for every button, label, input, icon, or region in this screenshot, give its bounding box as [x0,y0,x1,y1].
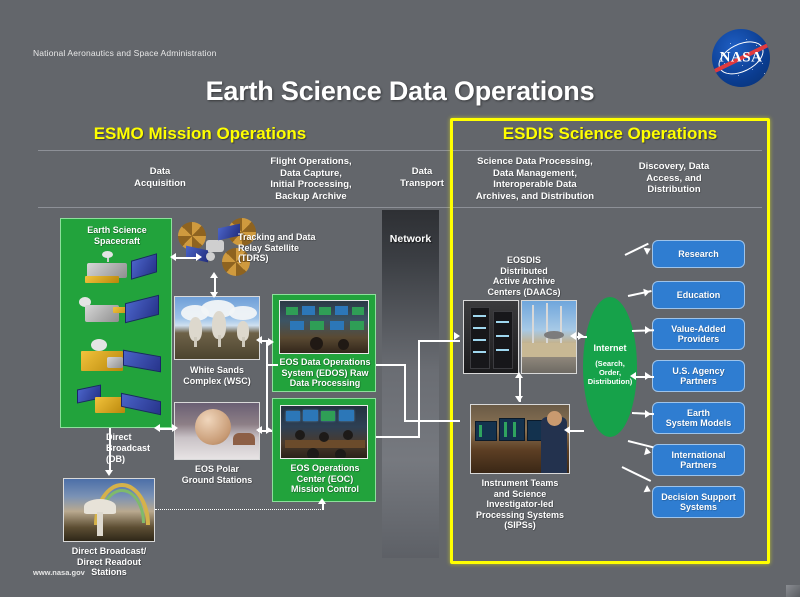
internet-sublabel: (Search, Order, Distribution) [587,359,633,386]
connector-daac-sips [519,376,521,402]
arrow-left-daac-internet [570,332,576,340]
column-header-data-transport: Data Transport [400,166,444,189]
connector-network-v [404,364,406,422]
connector-internet-us-agency [634,376,654,378]
arrow-left-us-agency [630,372,636,380]
arrow-education [643,287,651,297]
consumer-box-earth-system-models[interactable]: Earth System Models [652,402,745,434]
arrow-down-wsc [210,292,218,298]
arrow-left-spacecraft [170,253,176,261]
divider-bottom [38,207,762,208]
white-sands-complex-photo [174,296,260,360]
connector-wsc-edos-h [262,340,268,342]
connector-wsc-edos-v [266,340,268,366]
connector-edos-eoc [258,430,272,432]
consumer-box-research[interactable]: Research [652,240,745,268]
arrow-left-wsc [256,336,262,344]
sips-label: Instrument Teams and Science Investigato… [475,478,565,530]
consumer-box-us-agency-partners[interactable]: U.S. Agency Partners [652,360,745,392]
connector-sips-internet [570,430,584,432]
satellite-graphic-1 [79,251,163,291]
arrow-down-db [105,470,113,476]
connector-spacecraft-tdrs [176,257,198,259]
tdrs-label: Tracking and Data Relay Satellite (TDRS) [238,232,316,263]
connector-tdrs-wsc [214,278,216,296]
nasa-meatball-logo: NASA [712,29,770,87]
connector-eoc-network [376,436,418,438]
arrow-right-polar [172,424,178,432]
nasa-url: www.nasa.gov [33,568,85,577]
corner-fold [786,585,800,597]
daac-server-photo [463,300,519,374]
sips-photo [470,404,570,474]
network-band [382,210,439,558]
eos-polar-ground-stations-photo [174,402,260,460]
connector-internet-international [627,440,654,449]
tdrs-satellite-graphic [176,218,262,280]
network-label: Network [389,233,432,245]
earth-science-spacecraft-panel: Earth Science Spacecraft [60,218,172,428]
spacecraft-label: Earth Science Spacecraft [87,225,147,246]
column-header-science-data-processing: Science Data Processing, Data Management… [475,156,595,202]
connector-db-eoc-dotted [155,509,323,510]
satellite-graphic-3 [73,339,165,381]
arrow-right-daac [454,332,460,340]
arrow-international [644,447,652,457]
connector-internet-decision-support [621,466,652,482]
edos-label: EOS Data Operations System (EDOS) Raw Da… [279,357,371,388]
satellite-graphic-2 [73,294,165,335]
eoc-label: EOS Operations Center (EOC) Mission Cont… [290,463,360,494]
consumer-box-decision-support-systems[interactable]: Decision Support Systems [652,486,745,518]
connector-spacecraft-polar [160,428,176,430]
connector-edos-network [376,364,404,366]
connector-network-daac [404,420,460,422]
internet-node: Internet (Search, Order, Distribution) [583,297,637,437]
daac-facility-photo [521,300,577,374]
connector-network-daac-h [418,340,460,342]
connector-db-eoc-riser [322,504,324,510]
db-stations-label: Direct Broadcast/ Direct Readout Station… [71,546,147,577]
daacs-label: EOSDIS Distributed Active Archive Center… [487,255,561,297]
eoc-photo [280,405,368,459]
arrow-earth-models [645,410,651,418]
eoc-panel: EOS Operations Center (EOC) Mission Cont… [272,398,376,502]
arrow-right-edos [268,338,274,346]
arrow-right-eoc [266,426,272,434]
column-header-flight-operations: Flight Operations, Data Capture, Initial… [270,156,352,202]
edos-photo [279,300,369,354]
arrow-right-us-agency [645,372,651,380]
arrow-up-eoc-dotted [318,498,326,504]
arrow-right-daac-internet [578,332,584,340]
arrow-left-spacecraft-polar [154,424,160,432]
arrow-down-daac-sips [515,396,523,402]
arrow-up-daac-sips [515,372,523,378]
connector-edos-in [266,364,278,366]
consumer-box-international-partners[interactable]: International Partners [652,444,745,476]
arrow-left-sips [564,426,570,434]
page-title: Earth Science Data Operations [205,76,595,106]
white-sands-label: White Sands Complex (WSC) [183,365,251,386]
connector-network-bus [418,340,420,438]
direct-broadcast-stations-photo [63,478,155,542]
satellite-graphic-4 [73,384,165,423]
connector-polar-edos-v [266,366,268,432]
direct-broadcast-label: Direct Broadcast (DB) [106,432,151,464]
esmo-band-title: ESMO Mission Operations [93,124,307,143]
arrow-right-tdrs [196,253,202,261]
edos-panel: EOS Data Operations System (EDOS) Raw Da… [272,294,376,392]
consumer-box-education[interactable]: Education [652,281,745,309]
internet-label: Internet [593,343,627,353]
column-header-discovery: Discovery, Data Access, and Distribution [638,161,710,195]
connector-spacecraft-db [109,428,111,472]
column-header-data-acquisition: Data Acquisition [134,166,186,189]
agency-name: National Aeronautics and Space Administr… [33,48,217,58]
eos-polar-label: EOS Polar Ground Stations [181,464,253,485]
arrow-value-added [645,326,651,334]
consumer-box-value-added-providers[interactable]: Value-Added Providers [652,318,745,350]
nasa-wordmark: NASA [719,49,763,66]
arrow-up-tdrs [210,272,218,278]
esdis-band-title: ESDIS Science Operations [502,124,718,143]
divider-top [38,150,762,151]
